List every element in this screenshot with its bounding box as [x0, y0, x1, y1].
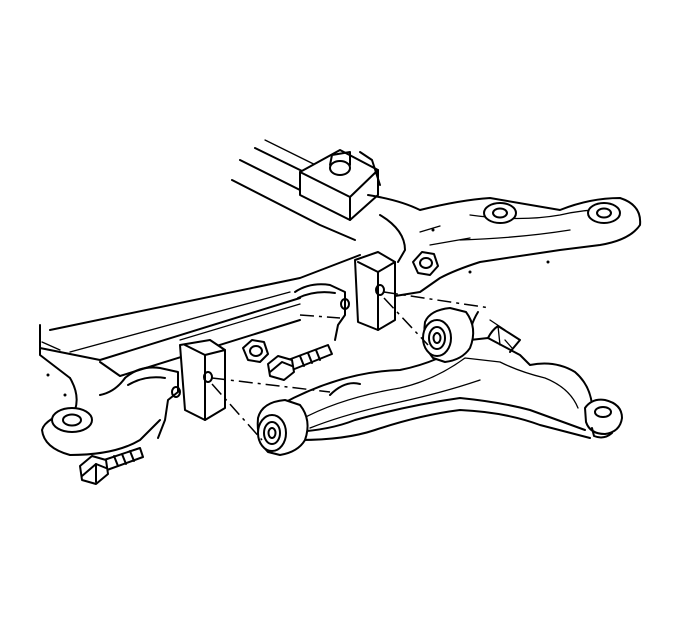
rear-nut — [242, 339, 269, 363]
frame-mount-block — [299, 149, 381, 221]
front-bolt — [79, 447, 144, 485]
rear-bushing — [422, 307, 475, 363]
alignment-lines — [211, 291, 491, 441]
rear-bracket — [294, 251, 396, 341]
ball-joint — [584, 398, 623, 439]
front-bracket — [124, 339, 226, 439]
lower-control-arm — [256, 307, 623, 456]
crossmember — [39, 139, 642, 456]
rear-bolt — [267, 344, 333, 381]
front-bushing — [256, 399, 309, 456]
crossmember-left-mount — [41, 377, 161, 456]
crossmember-nut — [412, 251, 439, 276]
crossmember-right-arm — [367, 194, 642, 297]
